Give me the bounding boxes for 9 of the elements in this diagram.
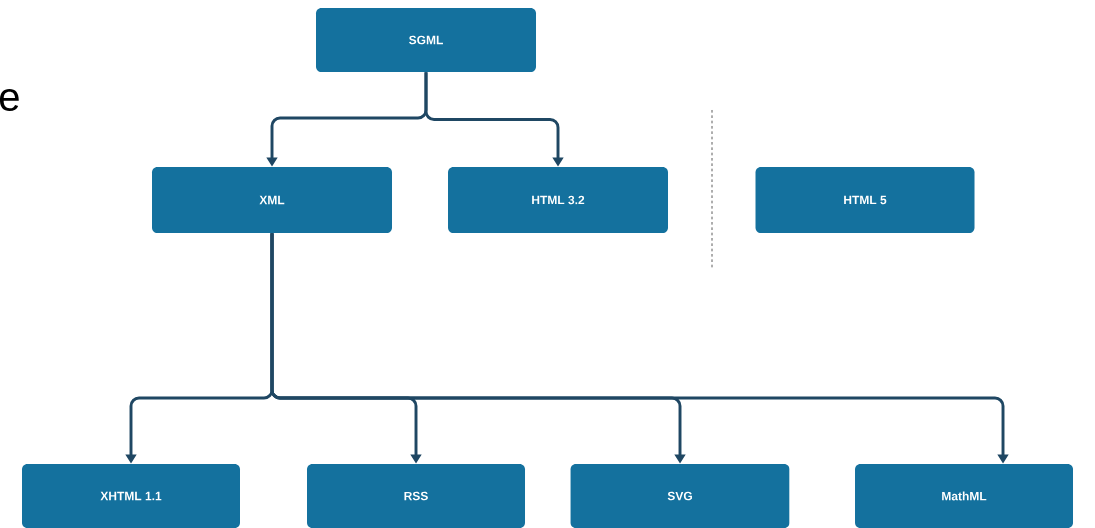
process-box: SVG xyxy=(570,464,790,528)
process-box: HTML 3.2 xyxy=(448,167,668,233)
process-box: XHTML 1.1 xyxy=(22,464,240,528)
process-box: HTML 5 xyxy=(755,167,975,233)
text-fragment: e xyxy=(0,89,19,111)
process-box: RSS xyxy=(307,464,525,528)
process-box: XML xyxy=(152,167,392,233)
process-box: SGML xyxy=(316,8,536,72)
process-box: MathML xyxy=(855,464,1073,528)
